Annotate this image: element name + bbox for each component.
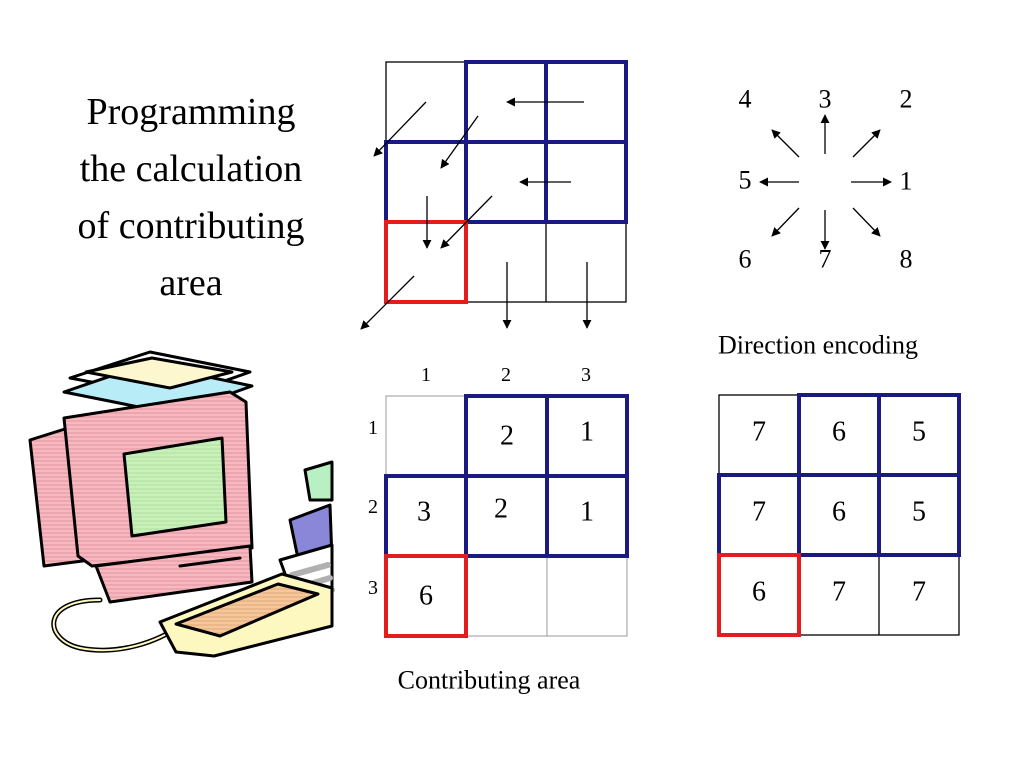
dir-cell-r3c3: 7: [912, 577, 926, 608]
dir-upslope-cells: [717, 393, 961, 557]
ca-cell-r1c2: 2: [500, 421, 514, 452]
dir-cell-r2c1: 7: [752, 497, 766, 528]
direction-encoding-caption: Direction encoding: [718, 331, 918, 360]
ca-cell-r2c1: 3: [417, 497, 431, 528]
flow-direction-grid: [360, 60, 628, 330]
ca-row-label-2: 2: [368, 496, 378, 518]
compass-arrow-8: [852, 207, 881, 237]
slide-title: Programming the calculation of contribut…: [40, 84, 342, 312]
direction-code-3: 3: [819, 85, 832, 114]
dir-cell-r3c1: 6: [752, 577, 766, 608]
direction-code-6: 6: [739, 245, 752, 274]
flow-arrow-r1c2: [440, 115, 479, 169]
flow-grid-lines: [385, 61, 627, 303]
ca-cell-r3c1: 6: [419, 581, 433, 612]
flow-arrows: [360, 97, 592, 330]
dir-cell-r2c3: 5: [912, 497, 926, 528]
title-line-2: the calculation: [79, 148, 303, 190]
dir-cell-r3c2: 7: [832, 577, 846, 608]
compass-arrow-6: [771, 207, 800, 237]
direction-encoding: 1 2 3 4 5 6 7 8 Direction encoding: [718, 85, 918, 360]
flow-arrow-r1c1: [373, 101, 427, 157]
ca-col-label-2: 2: [501, 364, 511, 386]
ca-col-label-1: 1: [421, 364, 431, 386]
ca-upslope-cells: [384, 394, 629, 558]
contributing-area-grid: 1 2 3 1 2 3 2: [368, 364, 629, 695]
computer-clipart-icon: [28, 350, 335, 658]
flow-grid-upslope-cells: [384, 60, 628, 224]
flow-cell-r2c1: [384, 140, 468, 224]
ca-row-label-3: 3: [368, 577, 378, 599]
direction-code-8: 8: [900, 245, 913, 274]
direction-code-1: 1: [900, 167, 913, 196]
dir-cell-r1c1: 7: [752, 417, 766, 448]
ca-cell-r2c3: 1: [580, 497, 594, 528]
flow-arrow-r3c1: [360, 275, 415, 330]
ca-cell-r1c3: 1: [580, 417, 594, 448]
contributing-area-caption: Contributing area: [398, 666, 581, 695]
direction-code-5: 5: [739, 166, 752, 195]
compass-arrows: [759, 114, 892, 250]
ca-col-label-3: 3: [581, 364, 591, 386]
ca-outlet-cell: [384, 554, 468, 638]
direction-code-7: 7: [819, 245, 832, 274]
flow-arrow-r2c2: [440, 195, 493, 249]
direction-code-2: 2: [900, 85, 913, 114]
dir-cell-r2c2: 6: [832, 497, 846, 528]
title-line-4: area: [159, 262, 223, 304]
title-line-1: Programming: [86, 91, 296, 133]
direction-code-4: 4: [739, 85, 752, 114]
title-line-3: of contributing: [77, 205, 305, 247]
dir-outlet-cell: [717, 553, 801, 637]
flow-cell-outlet: [384, 220, 468, 304]
compass-arrow-2: [852, 129, 881, 158]
compass-arrow-4: [771, 129, 800, 158]
ca-row-label-1: 1: [368, 417, 378, 439]
direction-code-grid: 7 6 5 7 6 5 6 7 7: [717, 393, 961, 637]
dir-cell-r1c2: 6: [832, 417, 846, 448]
ca-cell-r2c2: 2: [494, 494, 508, 525]
dir-cell-r1c3: 5: [912, 417, 926, 448]
